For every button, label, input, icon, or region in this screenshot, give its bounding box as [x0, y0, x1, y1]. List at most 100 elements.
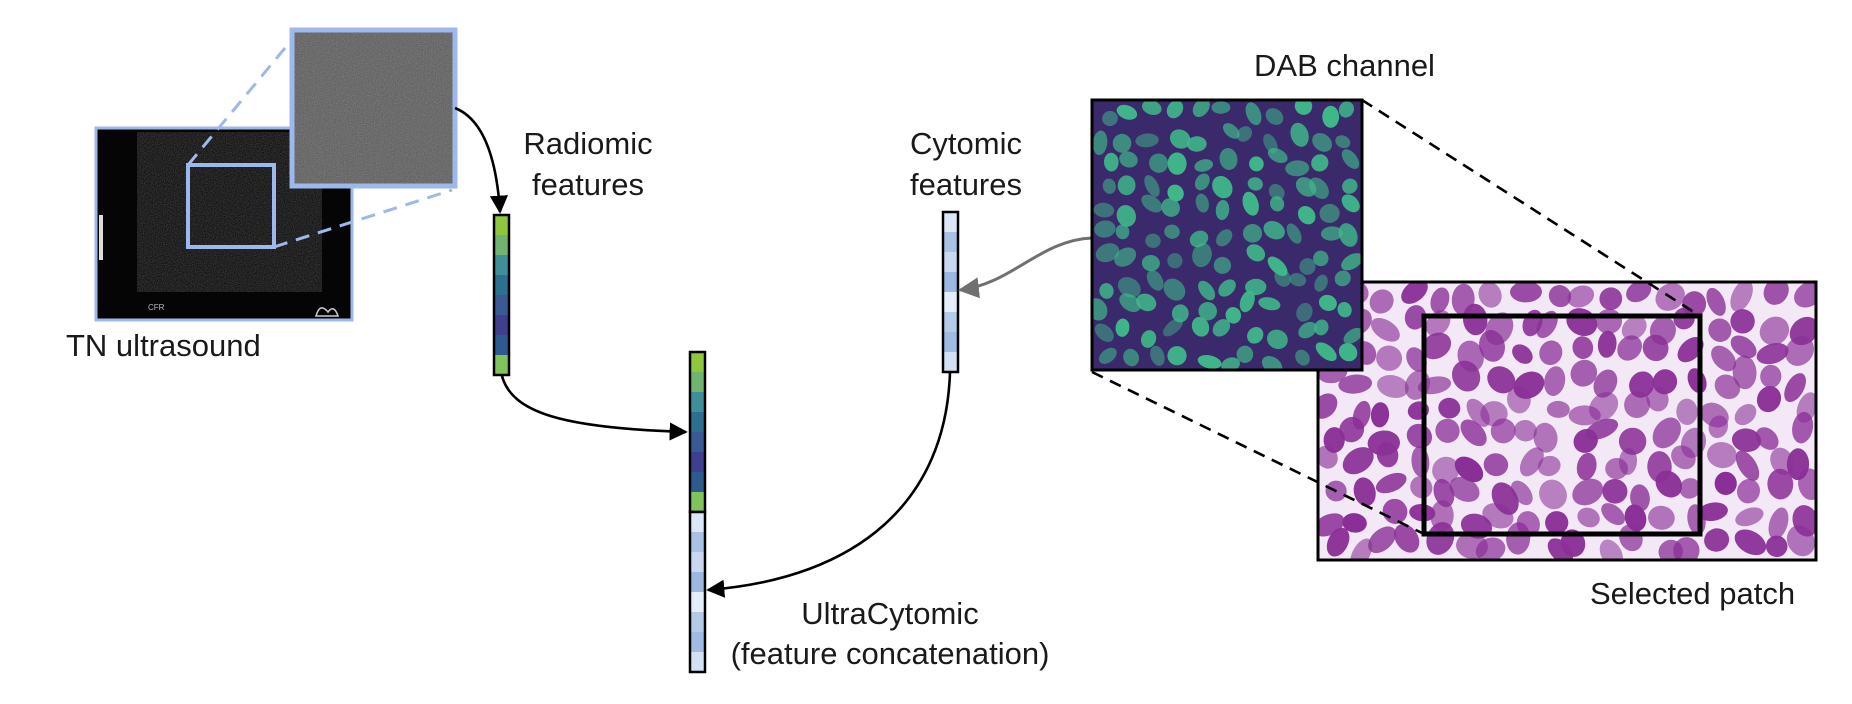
- he-nucleus: [1677, 336, 1704, 363]
- he-nucleus: [1570, 359, 1598, 387]
- dab-nucleus: [1342, 178, 1358, 194]
- dab-nucleus: [1198, 280, 1216, 301]
- concat-radiomic-cell: [690, 472, 705, 493]
- dab-nucleus: [1236, 126, 1253, 142]
- concat-cytomic-cell: [690, 652, 705, 673]
- he-nucleus: [1730, 309, 1755, 334]
- dab-nucleus: [1286, 223, 1302, 244]
- dab-nucleus: [1263, 221, 1285, 240]
- he-nucleus: [1618, 447, 1638, 475]
- he-nucleus: [1546, 400, 1570, 418]
- dab-nucleus: [1341, 253, 1362, 271]
- dab-nucleus: [1194, 173, 1210, 191]
- radiomic-feature-vector: [492, 213, 511, 377]
- dab-channel-image: [1090, 98, 1364, 372]
- concat-radiomic-cell: [690, 452, 705, 473]
- he-nucleus: [1430, 287, 1450, 314]
- dab-nucleus: [1338, 223, 1358, 247]
- he-nucleus: [1438, 397, 1461, 419]
- dab-nucleus: [1197, 355, 1222, 369]
- he-nucleus: [1589, 392, 1619, 421]
- dab-nucleus: [1289, 273, 1307, 287]
- he-nucleus: [1648, 505, 1675, 530]
- dab-nucleus: [1191, 316, 1210, 337]
- cytomic-vector-cell: [943, 232, 958, 253]
- dab-nucleus: [1149, 153, 1169, 173]
- he-nucleus: [1369, 289, 1394, 314]
- he-nucleus: [1510, 480, 1533, 506]
- dab-nucleus: [1274, 268, 1291, 287]
- he-nucleus: [1394, 524, 1420, 553]
- dab-nucleus: [1211, 101, 1231, 114]
- selected-region-box: [1421, 313, 1703, 537]
- dab-nucleus: [1144, 175, 1160, 197]
- dab-nucleus: [1092, 130, 1108, 156]
- he-nucleus: [1730, 335, 1757, 359]
- dab-nucleus: [1338, 101, 1354, 118]
- he-nucleus: [1452, 360, 1481, 392]
- dab-nucleus: [1294, 100, 1313, 115]
- he-nucleus: [1792, 411, 1814, 444]
- ultrasound-zoom: [289, 27, 458, 189]
- he-nucleus: [1487, 366, 1516, 394]
- concat-cytomic-cell: [690, 572, 705, 593]
- dab-nucleus: [1298, 321, 1317, 339]
- he-nucleus: [1732, 355, 1757, 390]
- radiomic-vector-cell: [494, 255, 509, 276]
- dab-nucleus: [1095, 243, 1120, 263]
- he-nucleus: [1599, 287, 1623, 311]
- concat-radiomic-cell: [690, 412, 705, 433]
- dab-nucleus: [1318, 294, 1337, 311]
- he-nucleus: [1370, 402, 1390, 428]
- he-nucleus: [1545, 511, 1569, 535]
- he-nucleus: [1708, 318, 1732, 342]
- he-nucleus: [1432, 456, 1460, 484]
- dab-nucleus: [1094, 220, 1116, 238]
- he-nucleus: [1543, 366, 1566, 396]
- radiomic-vector-cell: [494, 315, 509, 336]
- dab-nucleus: [1115, 224, 1130, 240]
- ultrasound-overlay-text: CFR: [148, 303, 165, 312]
- cytomic-vector-cell: [943, 252, 958, 273]
- he-nucleus: [1735, 507, 1764, 527]
- he-nucleus: [1760, 364, 1782, 388]
- dab-nucleus: [1161, 198, 1180, 217]
- dab-nucleus: [1123, 348, 1139, 367]
- he-nucleus: [1426, 522, 1455, 555]
- he-nucleus: [1768, 507, 1789, 540]
- he-nucleus: [1376, 442, 1399, 468]
- he-nucleus: [1785, 335, 1815, 366]
- he-nucleus: [1714, 374, 1741, 400]
- dab-nucleus: [1164, 224, 1180, 239]
- scale-bar-icon: [99, 215, 103, 260]
- dab-nucleus: [1312, 132, 1333, 152]
- dab-nucleus: [1258, 297, 1281, 311]
- he-nucleus: [1548, 285, 1572, 308]
- dab-nucleus: [1114, 247, 1137, 267]
- he-nucleus: [1375, 472, 1407, 494]
- dab-nucleus: [1343, 327, 1362, 344]
- concat-cytomic-cell: [690, 512, 705, 533]
- he-nucleus: [1646, 386, 1669, 412]
- dab-nucleus: [1314, 319, 1329, 336]
- he-nucleus: [1676, 398, 1698, 425]
- radiomic-vector-cell: [494, 215, 509, 236]
- dab-nucleus: [1102, 110, 1118, 127]
- he-nucleus: [1512, 344, 1533, 364]
- he-nucleus: [1377, 375, 1409, 398]
- concat-radiomic-cell: [690, 492, 705, 513]
- dab-nucleus: [1216, 229, 1233, 247]
- he-nucleus: [1618, 427, 1647, 455]
- he-nucleus: [1597, 330, 1617, 358]
- concat-radiomic-cell: [690, 352, 705, 373]
- he-nucleus: [1697, 502, 1728, 521]
- dab-nucleus: [1112, 133, 1132, 153]
- dab-nucleus: [1313, 250, 1329, 267]
- he-nucleus: [1475, 537, 1506, 560]
- probe-icon: [315, 307, 340, 317]
- dab-nucleus: [1285, 160, 1310, 177]
- dab-nucleus: [1296, 302, 1313, 322]
- cytomic-vector-cell: [943, 212, 958, 233]
- dab-nucleus: [1119, 293, 1141, 313]
- dab-nucleus: [1167, 346, 1187, 366]
